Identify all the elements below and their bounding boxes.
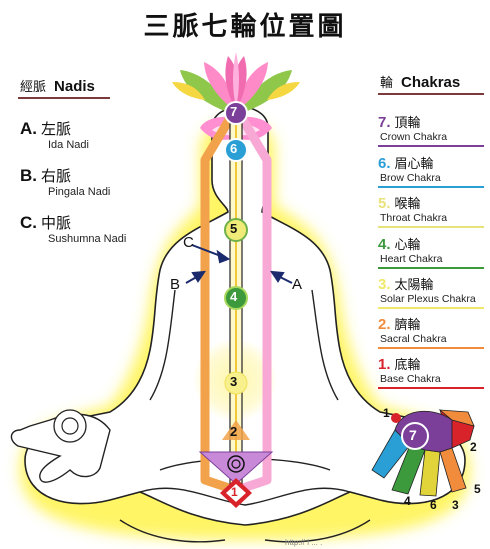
chakra-zh: 臍輪 bbox=[394, 318, 421, 333]
chakra-num: 5. bbox=[378, 195, 391, 212]
channel-label-c: C bbox=[183, 234, 194, 251]
chakra-item-brow: 6.眉心輪 Brow Chakra bbox=[378, 153, 486, 188]
chakra-markers bbox=[198, 101, 274, 508]
chakra-zh: 頂輪 bbox=[394, 116, 421, 131]
nadi-item-sushumna: C.中脈 Sushumna Nadi bbox=[20, 212, 126, 245]
body-marker-1: 1 bbox=[231, 485, 238, 499]
chakra-zh: 心輪 bbox=[394, 238, 421, 253]
nadis-header: 經脈 Nadis bbox=[20, 76, 95, 95]
body-marker-5: 5 bbox=[230, 221, 238, 236]
chakra-num: 3. bbox=[378, 276, 391, 293]
chakra-en: Sacral Chakra bbox=[380, 333, 447, 345]
nadis-header-en: Nadis bbox=[54, 78, 95, 95]
nadis-header-rule bbox=[18, 97, 110, 99]
chakra-num: 2. bbox=[378, 316, 391, 333]
nadi-item-ida: A.左脈 Ida Nadi bbox=[20, 118, 89, 151]
finger-number-4: 4 bbox=[404, 494, 411, 508]
nadi-letter: A. bbox=[20, 119, 37, 138]
chakra-zh: 底輪 bbox=[394, 358, 421, 373]
channel-label-b: B bbox=[170, 276, 181, 293]
chakras-header-en: Chakras bbox=[401, 74, 461, 91]
nadi-letter: B. bbox=[20, 166, 37, 185]
chakra-rule bbox=[378, 267, 484, 269]
nadi-zh: 右脈 bbox=[41, 167, 72, 185]
finger-number-1: 1 bbox=[383, 406, 390, 420]
body-marker-6: 6 bbox=[230, 141, 238, 156]
chakra-en: Heart Chakra bbox=[380, 253, 443, 265]
chakra-en: Brow Chakra bbox=[380, 172, 441, 184]
nadis-header-zh: 經脈 bbox=[20, 80, 47, 95]
chakra-zh: 太陽輪 bbox=[394, 278, 434, 293]
chakra-num: 6. bbox=[378, 155, 391, 172]
diagram-title: 三脈七輪位置圖 bbox=[143, 12, 347, 42]
chakra-item-sacral: 2.臍輪 Sacral Chakra bbox=[378, 314, 486, 349]
chakra-zh: 喉輪 bbox=[394, 197, 421, 212]
nadi-zh: 左脈 bbox=[41, 120, 72, 138]
right-hand-rainbow bbox=[371, 409, 475, 497]
lotus-crown bbox=[172, 52, 300, 115]
channel-label-a: A bbox=[292, 276, 303, 293]
finger-number-5: 5 bbox=[474, 482, 481, 496]
chakras-header-rule bbox=[378, 93, 484, 95]
channel-arrows bbox=[185, 244, 293, 284]
chakra-zh: 眉心輪 bbox=[394, 157, 434, 172]
finger-number-2: 2 bbox=[470, 440, 477, 454]
chakra-rule bbox=[378, 347, 484, 349]
body-marker-3: 3 bbox=[230, 374, 238, 389]
chakra-en: Throat Chakra bbox=[380, 212, 448, 224]
chakra-en: Solar Plexus Chakra bbox=[380, 293, 476, 305]
body-outline bbox=[24, 106, 466, 526]
chakra-num: 1. bbox=[378, 356, 391, 373]
chakra-rule bbox=[378, 145, 484, 147]
nadi-zh: 中脈 bbox=[41, 214, 72, 232]
chakra-item-solar-plexus: 3.太陽輪 Solar Plexus Chakra bbox=[378, 274, 486, 309]
chakra-item-heart: 4.心輪 Heart Chakra bbox=[378, 234, 486, 269]
chakra-item-base: 1.底輪 Base Chakra bbox=[378, 354, 486, 389]
right-hand-crown-marker bbox=[401, 422, 429, 450]
chakra-item-crown: 7.頂輪 Crown Chakra bbox=[378, 112, 486, 147]
ida-channel bbox=[239, 117, 272, 493]
chakra-rule bbox=[378, 387, 484, 389]
body-marker-2: 2 bbox=[230, 424, 238, 439]
chakra-num: 7. bbox=[378, 114, 391, 131]
chakra-en: Base Chakra bbox=[380, 373, 441, 385]
nadi-item-pingala: B.右脈 Pingala Nadi bbox=[20, 165, 110, 198]
nadi-en: Ida Nadi bbox=[48, 139, 89, 151]
watermark: http:// l ... . bbox=[285, 538, 323, 547]
body-marker-4: 4 bbox=[230, 289, 238, 304]
left-hand-mudra-inner bbox=[61, 417, 79, 435]
chakra-rule bbox=[378, 226, 484, 228]
chakra-rule bbox=[378, 186, 484, 188]
right-hand-marker: 7 bbox=[409, 427, 417, 443]
right-hand-red-dot bbox=[391, 413, 401, 423]
chakra-num: 4. bbox=[378, 236, 391, 253]
chakras-header-zh: 輪 bbox=[380, 76, 394, 91]
finger-number-6: 6 bbox=[430, 498, 437, 512]
chakra-item-throat: 5.喉輪 Throat Chakra bbox=[378, 193, 486, 228]
pingala-channel bbox=[200, 117, 233, 493]
finger-number-3: 3 bbox=[452, 498, 459, 512]
chakra-rule bbox=[378, 307, 484, 309]
body-marker-7: 7 bbox=[230, 104, 238, 119]
nadi-en: Pingala Nadi bbox=[48, 186, 111, 198]
nadi-letter: C. bbox=[20, 213, 37, 232]
nadi-en: Sushumna Nadi bbox=[48, 233, 127, 245]
chakra-en: Crown Chakra bbox=[380, 131, 448, 143]
chakras-header: 輪 Chakras bbox=[380, 72, 460, 91]
